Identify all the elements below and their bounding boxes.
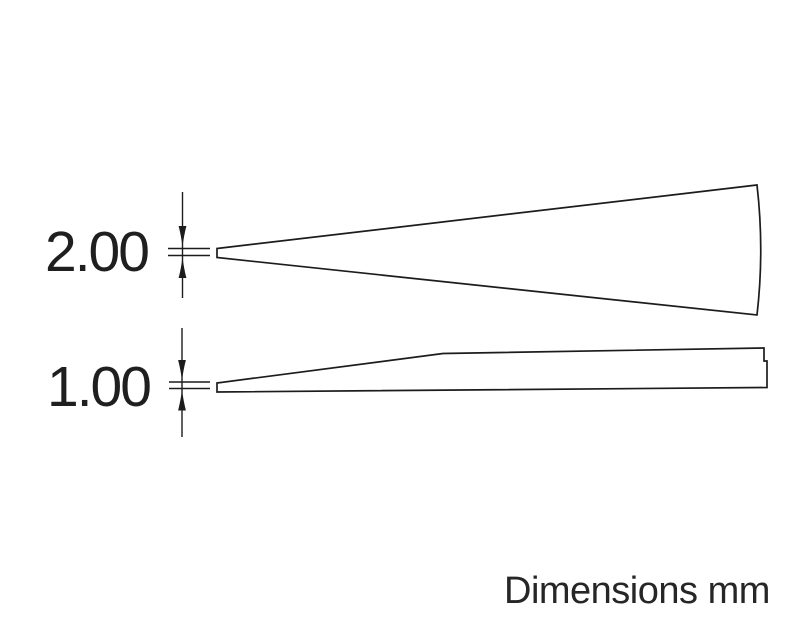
arrow-down-icon	[178, 226, 187, 247]
side-view-outline	[216, 347, 768, 393]
dimension-side: 1.00	[47, 328, 210, 437]
arrow-up-icon	[178, 257, 187, 278]
arrow-down-icon	[178, 360, 186, 381]
top-view-outline	[216, 184, 762, 316]
dimension-side-label: 1.00	[47, 355, 150, 419]
dimension-top: 2.00	[45, 192, 210, 298]
dimension-top-label: 2.00	[45, 220, 148, 284]
arrow-up-icon	[178, 390, 186, 411]
units-note: Dimensions mm	[504, 570, 770, 612]
